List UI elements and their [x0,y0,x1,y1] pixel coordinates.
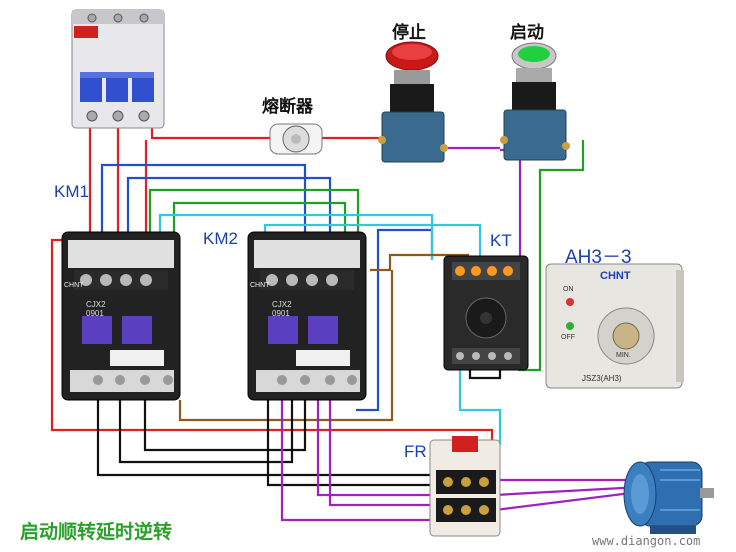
ah3-brand-text: CHNT [600,270,631,282]
start-button [500,42,570,161]
label-kt: KT [490,231,512,250]
contactor-km1 [61,231,181,401]
wire-black-kt [468,370,502,380]
ah3-model-text: JSZ3(AH3) [582,374,622,383]
wire-black-3 [143,400,307,452]
wire-cyan-top [158,213,434,260]
watermark: www.diangon.com [592,534,701,548]
km2-model-text: CJX2 0901 [272,300,292,318]
wire-blue-kt [356,228,434,412]
wire-black-1 [96,400,440,477]
timer-ah3 [545,263,684,389]
wire-red-control [150,120,270,140]
wire-purple-6 [328,400,440,507]
wire-brown-km2 [178,270,394,422]
km1-model-text: CJX2 0901 [86,300,106,318]
label-km2: KM2 [203,229,238,248]
motor [623,461,714,534]
wire-cyan-kt-fr [458,370,502,445]
label-km1: KM1 [54,182,89,201]
label-start: 启动 [510,23,544,43]
label-stop: 停止 [392,23,426,43]
label-fuse: 熔断器 [262,97,313,117]
wire-black-2 [118,400,294,464]
km1-brand-text: CHNT [64,282,84,289]
label-fr: FR [404,442,427,461]
km2-brand-text: CHNT [250,282,270,289]
contactor-km2 [247,231,367,401]
ah3-min-text: MIN. [616,352,631,359]
ah3-on-text: ON [563,286,574,293]
wire-red-left-bus [50,238,494,445]
wire-green-2 [172,201,347,240]
wire-green-start [518,140,585,372]
thermal-relay-fr [429,436,501,537]
ah3-off-text: OFF [561,334,575,341]
timer-base-kt [443,255,529,371]
diagram-title: 启动顺转延时逆转 [20,521,173,543]
wire-purple-7 [316,400,440,497]
wire-purple-5 [280,400,440,522]
circuit-breaker [71,9,165,129]
fuse [269,123,323,155]
wire-blue-2 [126,176,332,240]
label-ah3: AH3－3 [565,247,632,268]
stop-button [378,41,448,163]
wire-black-4 [266,400,440,487]
